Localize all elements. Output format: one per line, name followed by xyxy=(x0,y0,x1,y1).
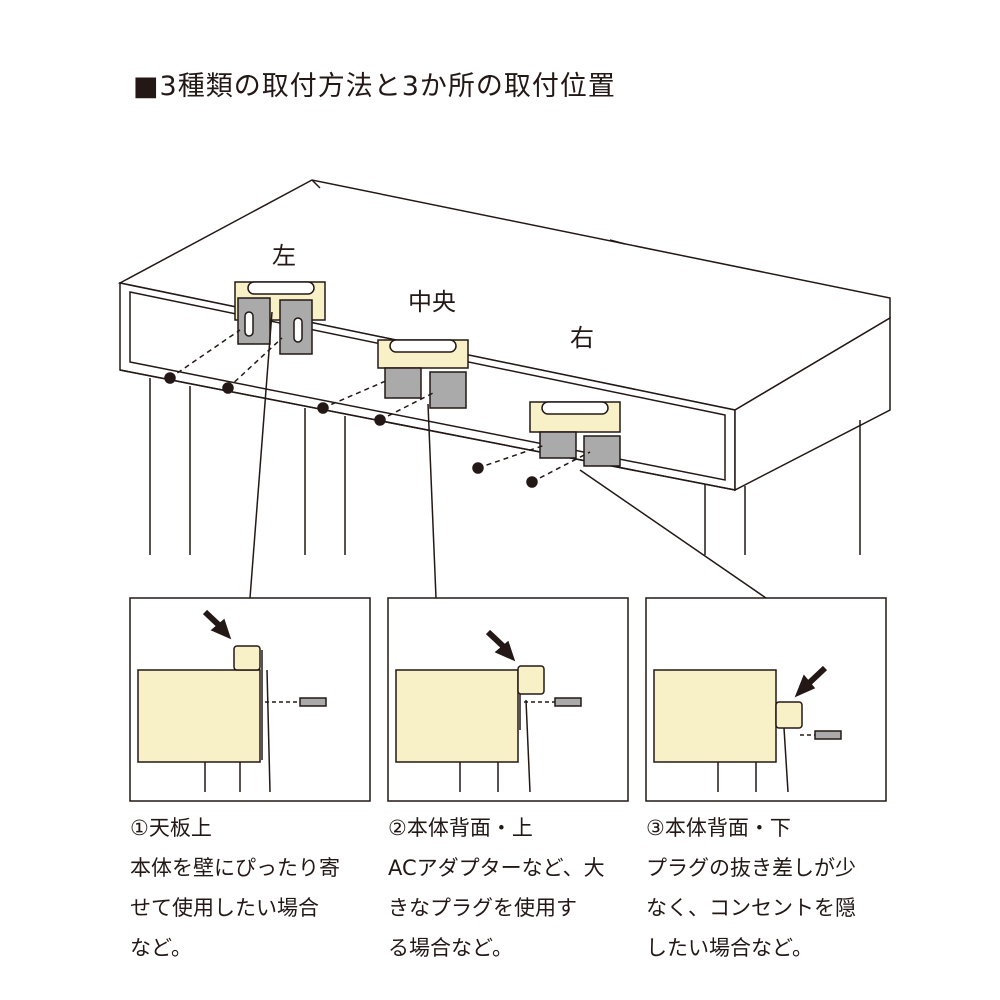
position-label-left: 左 xyxy=(272,242,296,270)
method-line: プラグの抜き差しが少 xyxy=(646,856,856,880)
page-title: ■3種類の取付方法と3か所の取付位置 xyxy=(133,71,616,102)
bracket-left xyxy=(234,281,326,355)
method-line: したい場合など。 xyxy=(646,936,813,960)
method-heading: ②本体背面・上 xyxy=(388,816,533,840)
method-line: など。 xyxy=(130,936,192,960)
method-caption-3: ③本体背面・下 プラグの抜き差しが少 なく、コンセントを隠 したい場合など。 xyxy=(646,808,886,968)
desk-side xyxy=(734,316,891,492)
detail-panel-1 xyxy=(129,597,371,802)
position-label-center: 中央 xyxy=(408,288,456,316)
bracket-right xyxy=(529,401,621,467)
method-line: せて使用したい場合 xyxy=(130,896,319,920)
method-caption-2: ②本体背面・上 ACアダプターなど、大 きなプラグを使用す る場合など。 xyxy=(388,808,628,968)
desk-legs xyxy=(149,378,861,555)
method-line: ACアダプターなど、大 xyxy=(388,856,605,880)
method-line: なく、コンセントを隠 xyxy=(646,896,856,920)
method-line: る場合など。 xyxy=(388,936,513,960)
method-caption-1: ①天板上 本体を壁にぴったり寄 せて使用したい場合 など。 xyxy=(130,808,370,968)
position-label-right: 右 xyxy=(570,324,594,352)
method-heading: ①天板上 xyxy=(130,816,212,840)
detail-panel-2 xyxy=(387,597,629,802)
detail-panel-3 xyxy=(645,597,887,802)
method-line: 本体を壁にぴったり寄 xyxy=(130,856,340,880)
method-line: きなプラグを使用す xyxy=(388,896,577,920)
bracket-center xyxy=(377,339,469,409)
method-heading: ③本体背面・下 xyxy=(646,816,791,840)
